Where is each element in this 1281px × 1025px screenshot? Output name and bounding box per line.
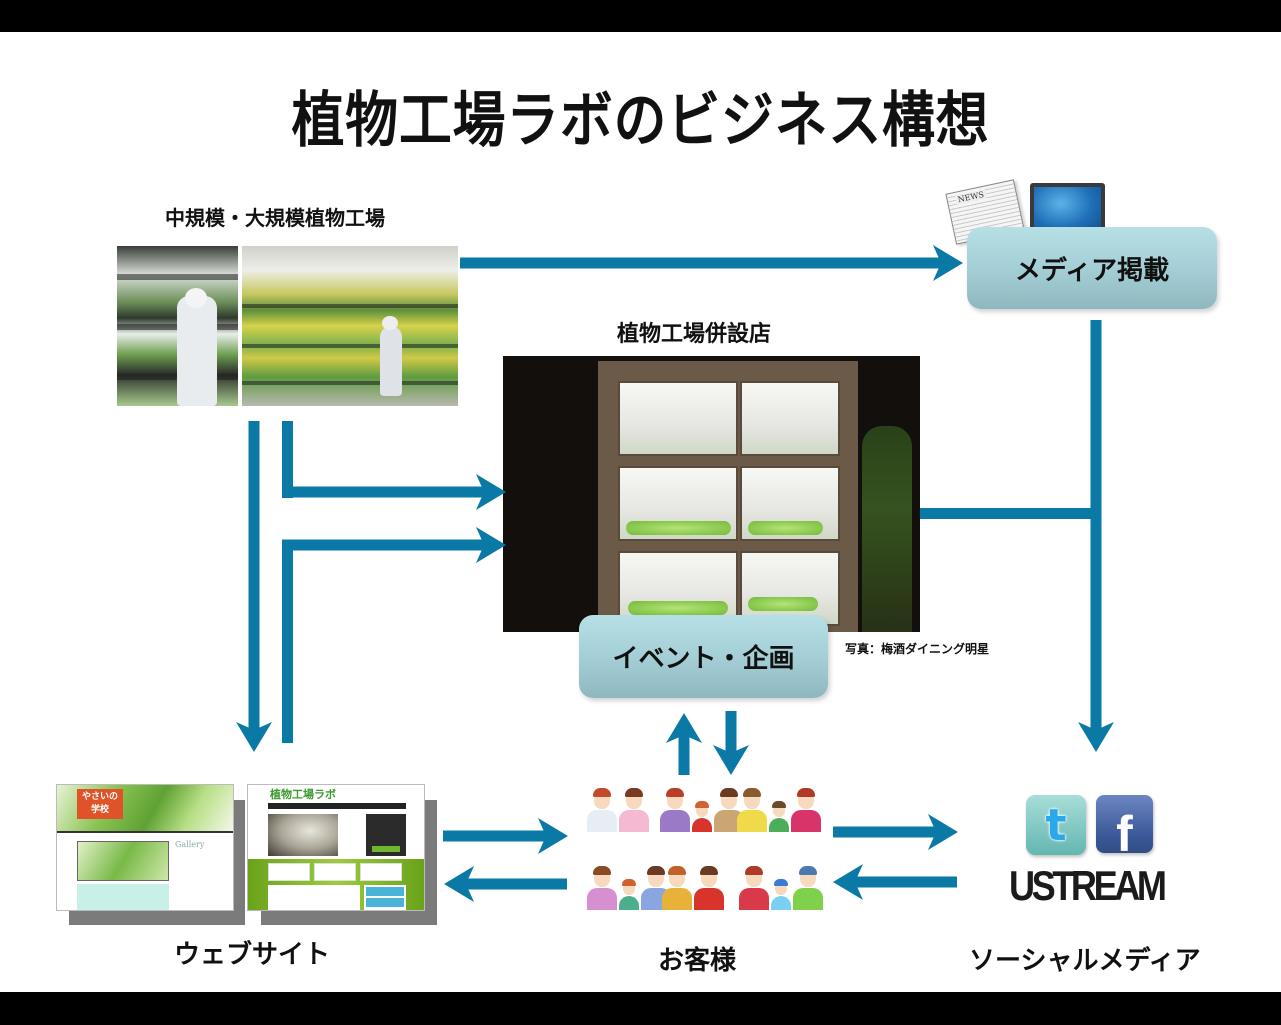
arrow-factory-to-media-shaft xyxy=(460,257,941,269)
arrow-customers-to-website-shaft xyxy=(466,878,567,890)
event-box: イベント・企画 xyxy=(579,615,828,698)
factory-photo-left xyxy=(117,246,238,406)
media-box: メディア掲載 xyxy=(967,227,1217,309)
shop-label: 植物工場併設店 xyxy=(617,322,772,347)
arrow-social-to-customers-head xyxy=(833,864,863,900)
site2-logo: 植物工場ラボ xyxy=(270,788,336,801)
arrow-factory-to-media-head xyxy=(933,245,963,281)
website-shokubutsu-kojo-labo: 植物工場ラボ xyxy=(247,784,425,911)
twitter-glyph: t xyxy=(1045,799,1067,851)
arrow-media-to-social-head xyxy=(1078,722,1114,752)
event-label: イベント・企画 xyxy=(612,644,795,674)
arrow-customers-to-social-head xyxy=(928,814,958,850)
arrow-website-to-shop-shaft xyxy=(282,539,484,551)
shop-photo xyxy=(503,356,920,632)
arrow-media-to-social-shaft xyxy=(1090,320,1102,730)
arrow-factory-to-website-shaft xyxy=(248,421,260,730)
arrow-website-to-shop-vertical xyxy=(282,540,293,743)
arrow-factory-to-shop-head xyxy=(476,474,506,510)
factory-photo-right xyxy=(242,246,458,406)
website-label: ウェブサイト xyxy=(174,940,331,970)
arrow-factory-to-shop-shaft xyxy=(282,486,484,498)
arrow-website-to-customers-head xyxy=(538,818,568,854)
site1-logo: やさいの 学校 xyxy=(77,789,123,819)
arrow-customers-to-event-shaft xyxy=(678,735,690,775)
factory-label: 中規模・大規模植物工場 xyxy=(165,206,385,230)
social-label: ソーシャルメディア xyxy=(969,946,1201,976)
photo-credit: 写真：梅酒ダイニング明星 xyxy=(845,642,990,656)
customers-label: お客様 xyxy=(658,946,737,976)
arrow-event-to-customers-shaft xyxy=(725,711,737,753)
arrow-factory-to-website-head xyxy=(236,722,272,752)
arrow-event-to-customers-head xyxy=(713,745,749,775)
facebook-icon: f xyxy=(1096,795,1153,853)
facebook-glyph: f xyxy=(1116,806,1133,853)
arrow-website-to-customers-shaft xyxy=(443,830,546,842)
arrow-website-to-shop-head xyxy=(476,527,506,563)
slide-title: 植物工場ラボのビジネス構想 xyxy=(291,86,990,156)
site1-gallery: Gallery xyxy=(175,840,205,849)
arrow-customers-to-social-shaft xyxy=(833,826,936,838)
top-bar xyxy=(0,0,1281,32)
arrow-customers-to-event-head xyxy=(666,713,702,743)
ustream-logo: USTREAM xyxy=(1009,862,1167,909)
arrow-customers-to-website-head xyxy=(444,866,474,902)
bottom-bar xyxy=(0,992,1281,1025)
media-label: メディア掲載 xyxy=(1014,255,1170,286)
website-yasai-no-gakko: やさいの 学校 Gallery xyxy=(56,784,234,911)
arrow-factory-to-shop-vertical xyxy=(282,421,293,498)
arrow-shop-to-social-connector xyxy=(920,508,1096,519)
twitter-icon: t xyxy=(1026,795,1086,855)
arrow-social-to-customers-shaft xyxy=(855,876,957,888)
